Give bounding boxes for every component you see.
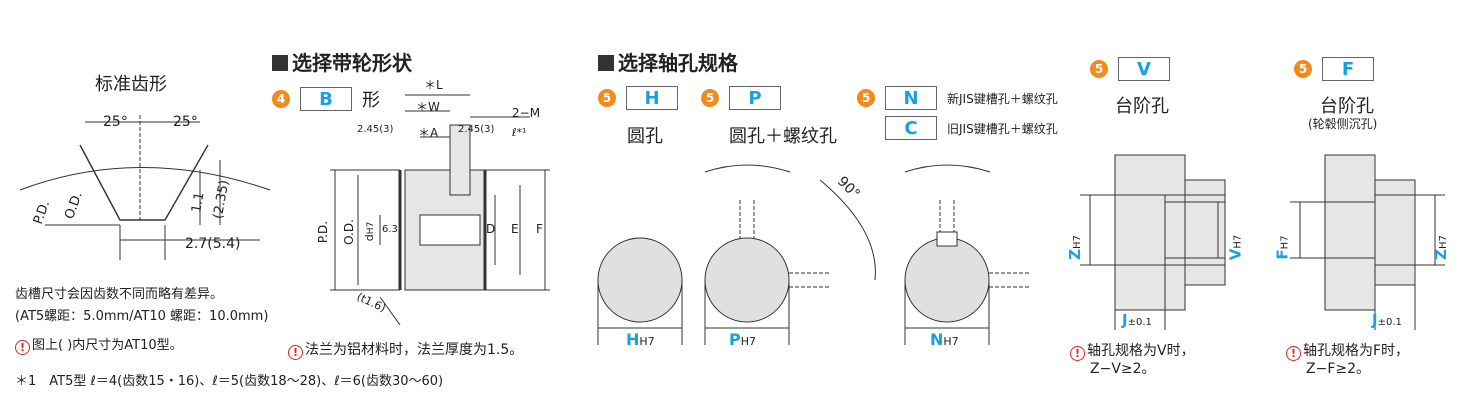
bore-p-row: 5 P [701, 86, 781, 110]
note-pitch: (AT5螺距：5.0mm/AT10 螺距：10.0mm) [15, 309, 269, 324]
dim-left-2-45: 2.45(3) [357, 124, 394, 135]
bore-code-f[interactable]: F [1322, 57, 1374, 81]
step-4-badge: 4 [272, 90, 290, 108]
step-f-row: 5 F [1294, 57, 1374, 81]
pulley-drawing [330, 94, 550, 326]
note-tooth-variance: 齿槽尺寸会因齿数不同而略有差异。 [15, 287, 224, 302]
label-D: D [486, 222, 496, 236]
label-E: E [511, 222, 519, 236]
bore-code-v[interactable]: V [1118, 57, 1170, 81]
pulley-shape-title: 选择带轮形状 [272, 47, 412, 76]
label-F: F [536, 222, 543, 236]
warning-icon: ! [1070, 346, 1085, 361]
note-at10: !图上( )内尺寸为AT10型。 [15, 334, 183, 355]
dim-2-7: 2.7(5.4) [185, 236, 241, 252]
shape-code-b[interactable]: B [300, 87, 352, 111]
bore-drawings [597, 164, 1030, 345]
bore-code-p[interactable]: P [729, 86, 781, 110]
dim-right-2-45: 2.45(3) [458, 124, 495, 135]
step-v-note1: !轴孔规格为V时， [1070, 340, 1195, 361]
dim-w: ＊W [416, 100, 440, 114]
dim-l-star: ℓ*¹ [512, 126, 527, 139]
bore-h-dim: HH7 [626, 330, 655, 349]
bore-n-row: 5 N 新JIS键槽孔＋螺纹孔 [857, 86, 1058, 110]
step-v-row: 5 V [1090, 57, 1170, 81]
label-d: dH7 [363, 221, 377, 242]
step-f-j: J±0.1 [1372, 311, 1402, 329]
step-v-note2: Z−V≥2。 [1090, 361, 1156, 377]
bore-h-row: 5 H [598, 86, 678, 110]
label-od: O.D. [341, 219, 356, 245]
step-5-badge: 5 [701, 89, 719, 107]
bore-n-dim: NH7 [930, 330, 959, 349]
warning-icon: ! [288, 345, 303, 360]
step-v-z: ZH7 [1065, 235, 1084, 260]
step-5-badge: 5 [857, 89, 875, 107]
step-v-drawing [1080, 154, 1226, 330]
bore-p-label: 圆孔＋螺纹孔 [729, 126, 837, 147]
bore-p-dim: PH7 [729, 330, 757, 349]
step-f-sub: (轮毂侧沉孔) [1308, 117, 1378, 131]
shape-suffix: 形 [362, 90, 380, 111]
bore-c-row: C 旧JIS键槽孔＋螺纹孔 [885, 116, 1058, 140]
warning-icon: ! [1286, 346, 1301, 361]
square-bullet-icon [598, 55, 614, 71]
bore-h-label: 圆孔 [627, 126, 663, 147]
step-f-f: FH7 [1273, 235, 1292, 260]
step-v-v: VH7 [1226, 234, 1245, 261]
step-5-badge: 5 [1294, 60, 1312, 78]
step-f-note2: Z−F≥2。 [1306, 361, 1371, 377]
bore-n-desc: 新JIS键槽孔＋螺纹孔 [947, 91, 1058, 106]
step-5-badge: 5 [1090, 60, 1108, 78]
step-f-label: 台阶孔 [1320, 96, 1374, 117]
bore-c-desc: 旧JIS键槽孔＋螺纹孔 [947, 121, 1058, 136]
dim-l: ＊L [424, 78, 443, 92]
note-aluminum-flange: !法兰为铝材料时，法兰厚度为1.5。 [288, 339, 523, 360]
step-f-z: ZH7 [1431, 235, 1450, 260]
angle-left: 25° [103, 114, 128, 130]
bore-code-n[interactable]: N [885, 86, 937, 110]
bore-title: 选择轴孔规格 [598, 47, 738, 76]
label-6-3: 6.3 [382, 224, 398, 235]
footnote-l: ＊1 AT5型 ℓ＝4(齿数15・16)、ℓ＝5(齿数18〜28)、ℓ＝6(齿数… [15, 374, 444, 389]
label-pd: P.D. [316, 220, 331, 244]
step-v-j: J±0.1 [1122, 311, 1152, 329]
dim-a: ＊A [418, 126, 439, 140]
tooth-profile-drawing [19, 115, 271, 260]
shape-code-row: 4 B 形 [272, 86, 380, 112]
angle-right: 25° [173, 114, 198, 130]
step-5-badge: 5 [598, 89, 616, 107]
step-v-label: 台阶孔 [1115, 96, 1169, 117]
warning-icon: ! [15, 340, 30, 355]
bore-code-c[interactable]: C [885, 116, 937, 140]
square-bullet-icon [272, 55, 288, 71]
bore-code-h[interactable]: H [626, 86, 678, 110]
dim-2-m: 2−M [512, 106, 541, 120]
step-f-note1: !轴孔规格为F时， [1286, 340, 1409, 361]
standard-tooth-title: 标准齿形 [95, 74, 167, 95]
step-f-drawing [1290, 154, 1445, 330]
